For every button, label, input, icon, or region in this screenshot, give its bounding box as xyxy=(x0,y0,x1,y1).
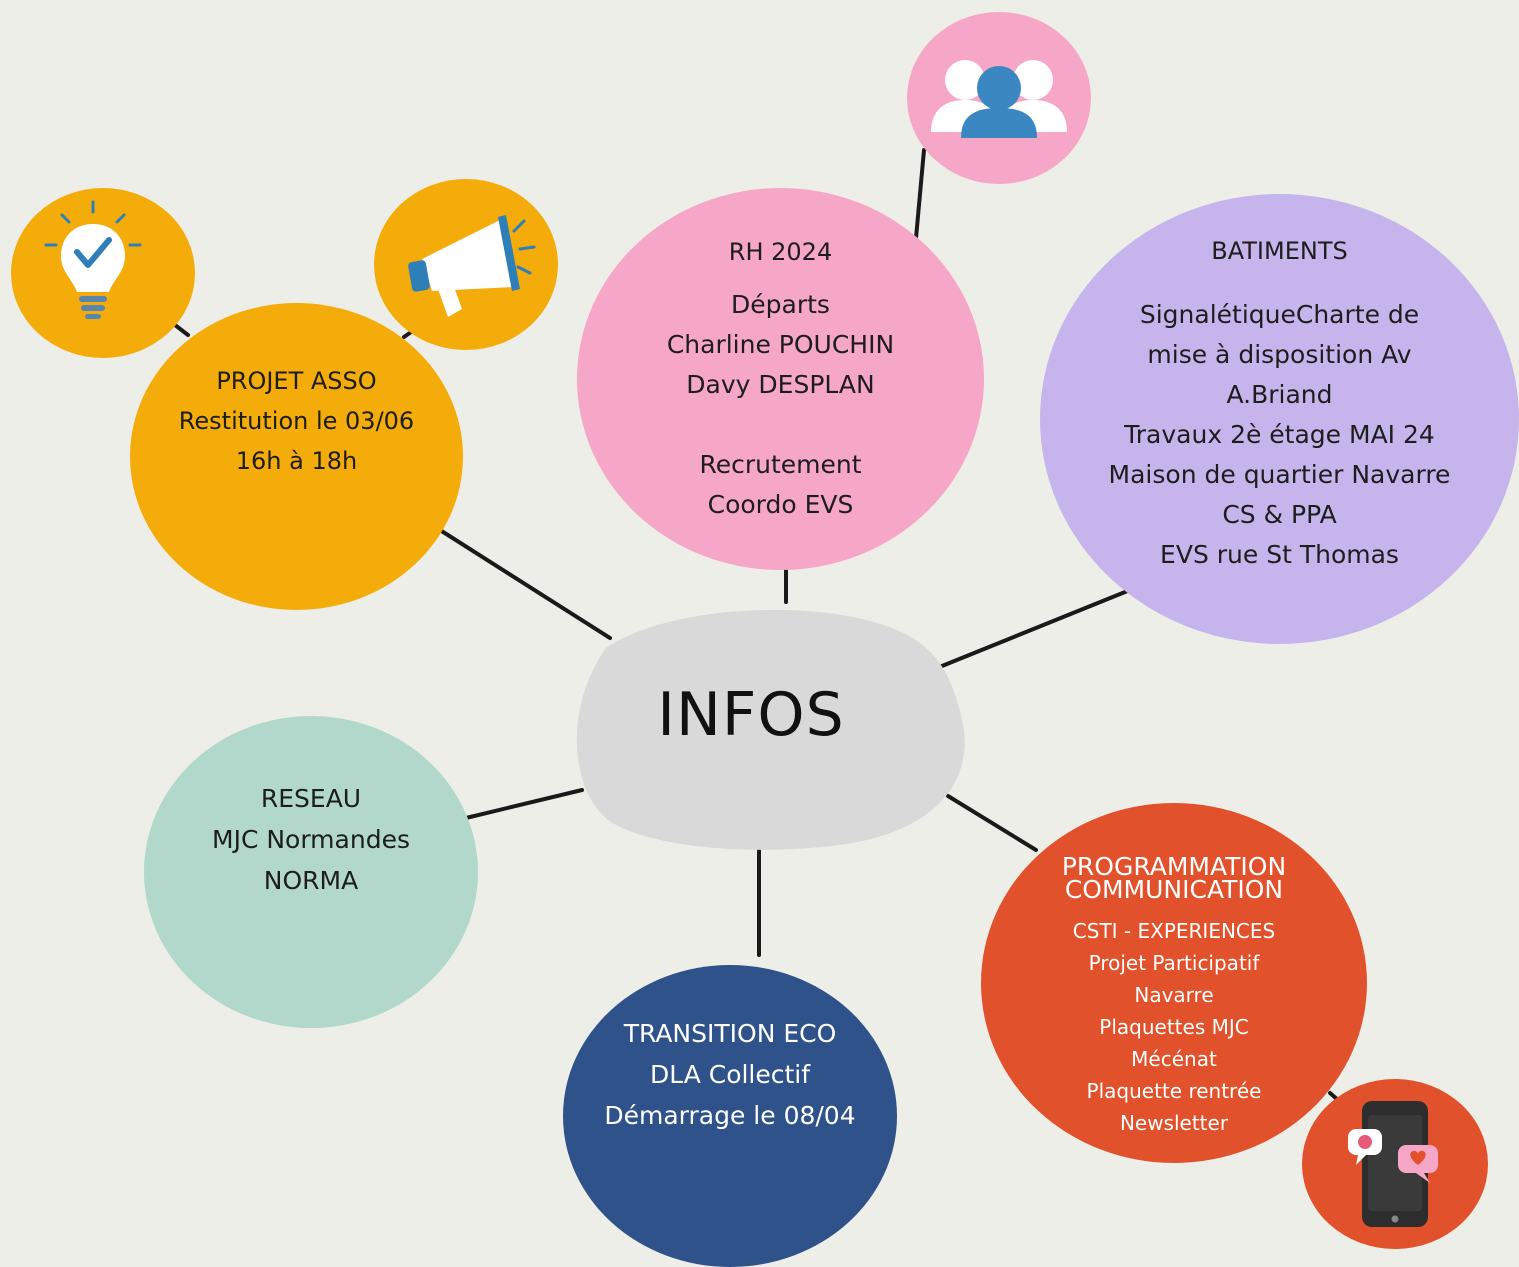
prog-item: CSTI - EXPERIENCES xyxy=(1072,919,1276,943)
rh-line-2: Charline POUCHIN xyxy=(666,330,895,359)
trans-line-1: TRANSITION ECO xyxy=(623,1019,837,1048)
prog-item: Plaquettes MJC xyxy=(1099,1015,1249,1039)
hub-title: INFOS xyxy=(657,680,845,750)
connector-projet xyxy=(438,528,612,640)
connector-bulb xyxy=(173,323,190,337)
node-rh: RH 2024 Départs Charline POUCHIN Davy DE… xyxy=(577,188,984,570)
rh-line-5: Coordo EVS xyxy=(707,490,854,519)
connector-programmation xyxy=(946,794,1038,852)
connector-people xyxy=(914,148,926,240)
reseau-line-2: MJC Normandes xyxy=(212,825,410,854)
prog-item: Plaquette rentrée xyxy=(1086,1079,1262,1103)
prog-item: Projet Participatif xyxy=(1088,951,1260,975)
central-hub: INFOS xyxy=(566,600,966,850)
bat-line-5: Maison de quartier Navarre xyxy=(1108,460,1451,489)
node-transition-eco: TRANSITION ECO DLA Collectif Démarrage l… xyxy=(563,965,897,1267)
node-batiments: BATIMENTS SignalétiqueCharte de mise à d… xyxy=(1040,194,1519,644)
prog-items: CSTI - EXPERIENCES Projet Participatif N… xyxy=(1073,915,1275,1139)
bat-line-2: mise à disposition Av xyxy=(1147,340,1412,369)
rh-line-1: Départs xyxy=(731,290,830,319)
bat-line-6: CS & PPA xyxy=(1222,500,1337,529)
node-projet-asso: PROJET ASSO Restitution le 03/06 16h à 1… xyxy=(130,303,463,610)
bat-line-7: EVS rue St Thomas xyxy=(1160,540,1399,569)
people-group-icon xyxy=(907,12,1091,184)
reseau-line-3: NORMA xyxy=(263,866,359,895)
bat-line-1: SignalétiqueCharte de xyxy=(1139,300,1420,329)
bat-title: BATIMENTS xyxy=(1211,237,1348,265)
projet-line-2: Restitution le 03/06 xyxy=(178,407,415,435)
rh-title: RH 2024 xyxy=(728,238,833,266)
lightbulb-check-icon xyxy=(11,188,195,358)
prog-title-1: PROGRAMMATION xyxy=(1061,852,1287,881)
prog-item: Newsletter xyxy=(1119,1111,1229,1135)
hub-shape xyxy=(576,609,965,850)
trans-line-3: Démarrage le 08/04 xyxy=(604,1101,856,1130)
prog-item: Mécénat xyxy=(1131,1047,1217,1071)
bat-line-3: A.Briand xyxy=(1226,380,1333,409)
prog-title-2: COMMUNICATION xyxy=(1064,875,1284,904)
reseau-line-1: RESEAU xyxy=(260,784,362,813)
projet-line-3: 16h à 18h xyxy=(235,447,358,475)
projet-line-1: PROJET ASSO xyxy=(216,367,377,395)
rh-line-3: Davy DESPLAN xyxy=(686,370,875,399)
megaphone-icon xyxy=(374,179,558,350)
connector-reseau xyxy=(464,788,584,820)
rh-line-4: Recrutement xyxy=(699,450,862,479)
connector-batiments xyxy=(940,588,1132,668)
trans-line-2: DLA Collectif xyxy=(649,1060,811,1089)
smartphone-reactions-icon xyxy=(1302,1079,1488,1249)
node-programmation: PROGRAMMATION COMMUNICATION CSTI - EXPER… xyxy=(981,803,1367,1163)
node-reseau: RESEAU MJC Normandes NORMA xyxy=(144,716,478,1028)
prog-item: Navarre xyxy=(1134,983,1214,1007)
bat-line-4: Travaux 2è étage MAI 24 xyxy=(1124,420,1435,449)
